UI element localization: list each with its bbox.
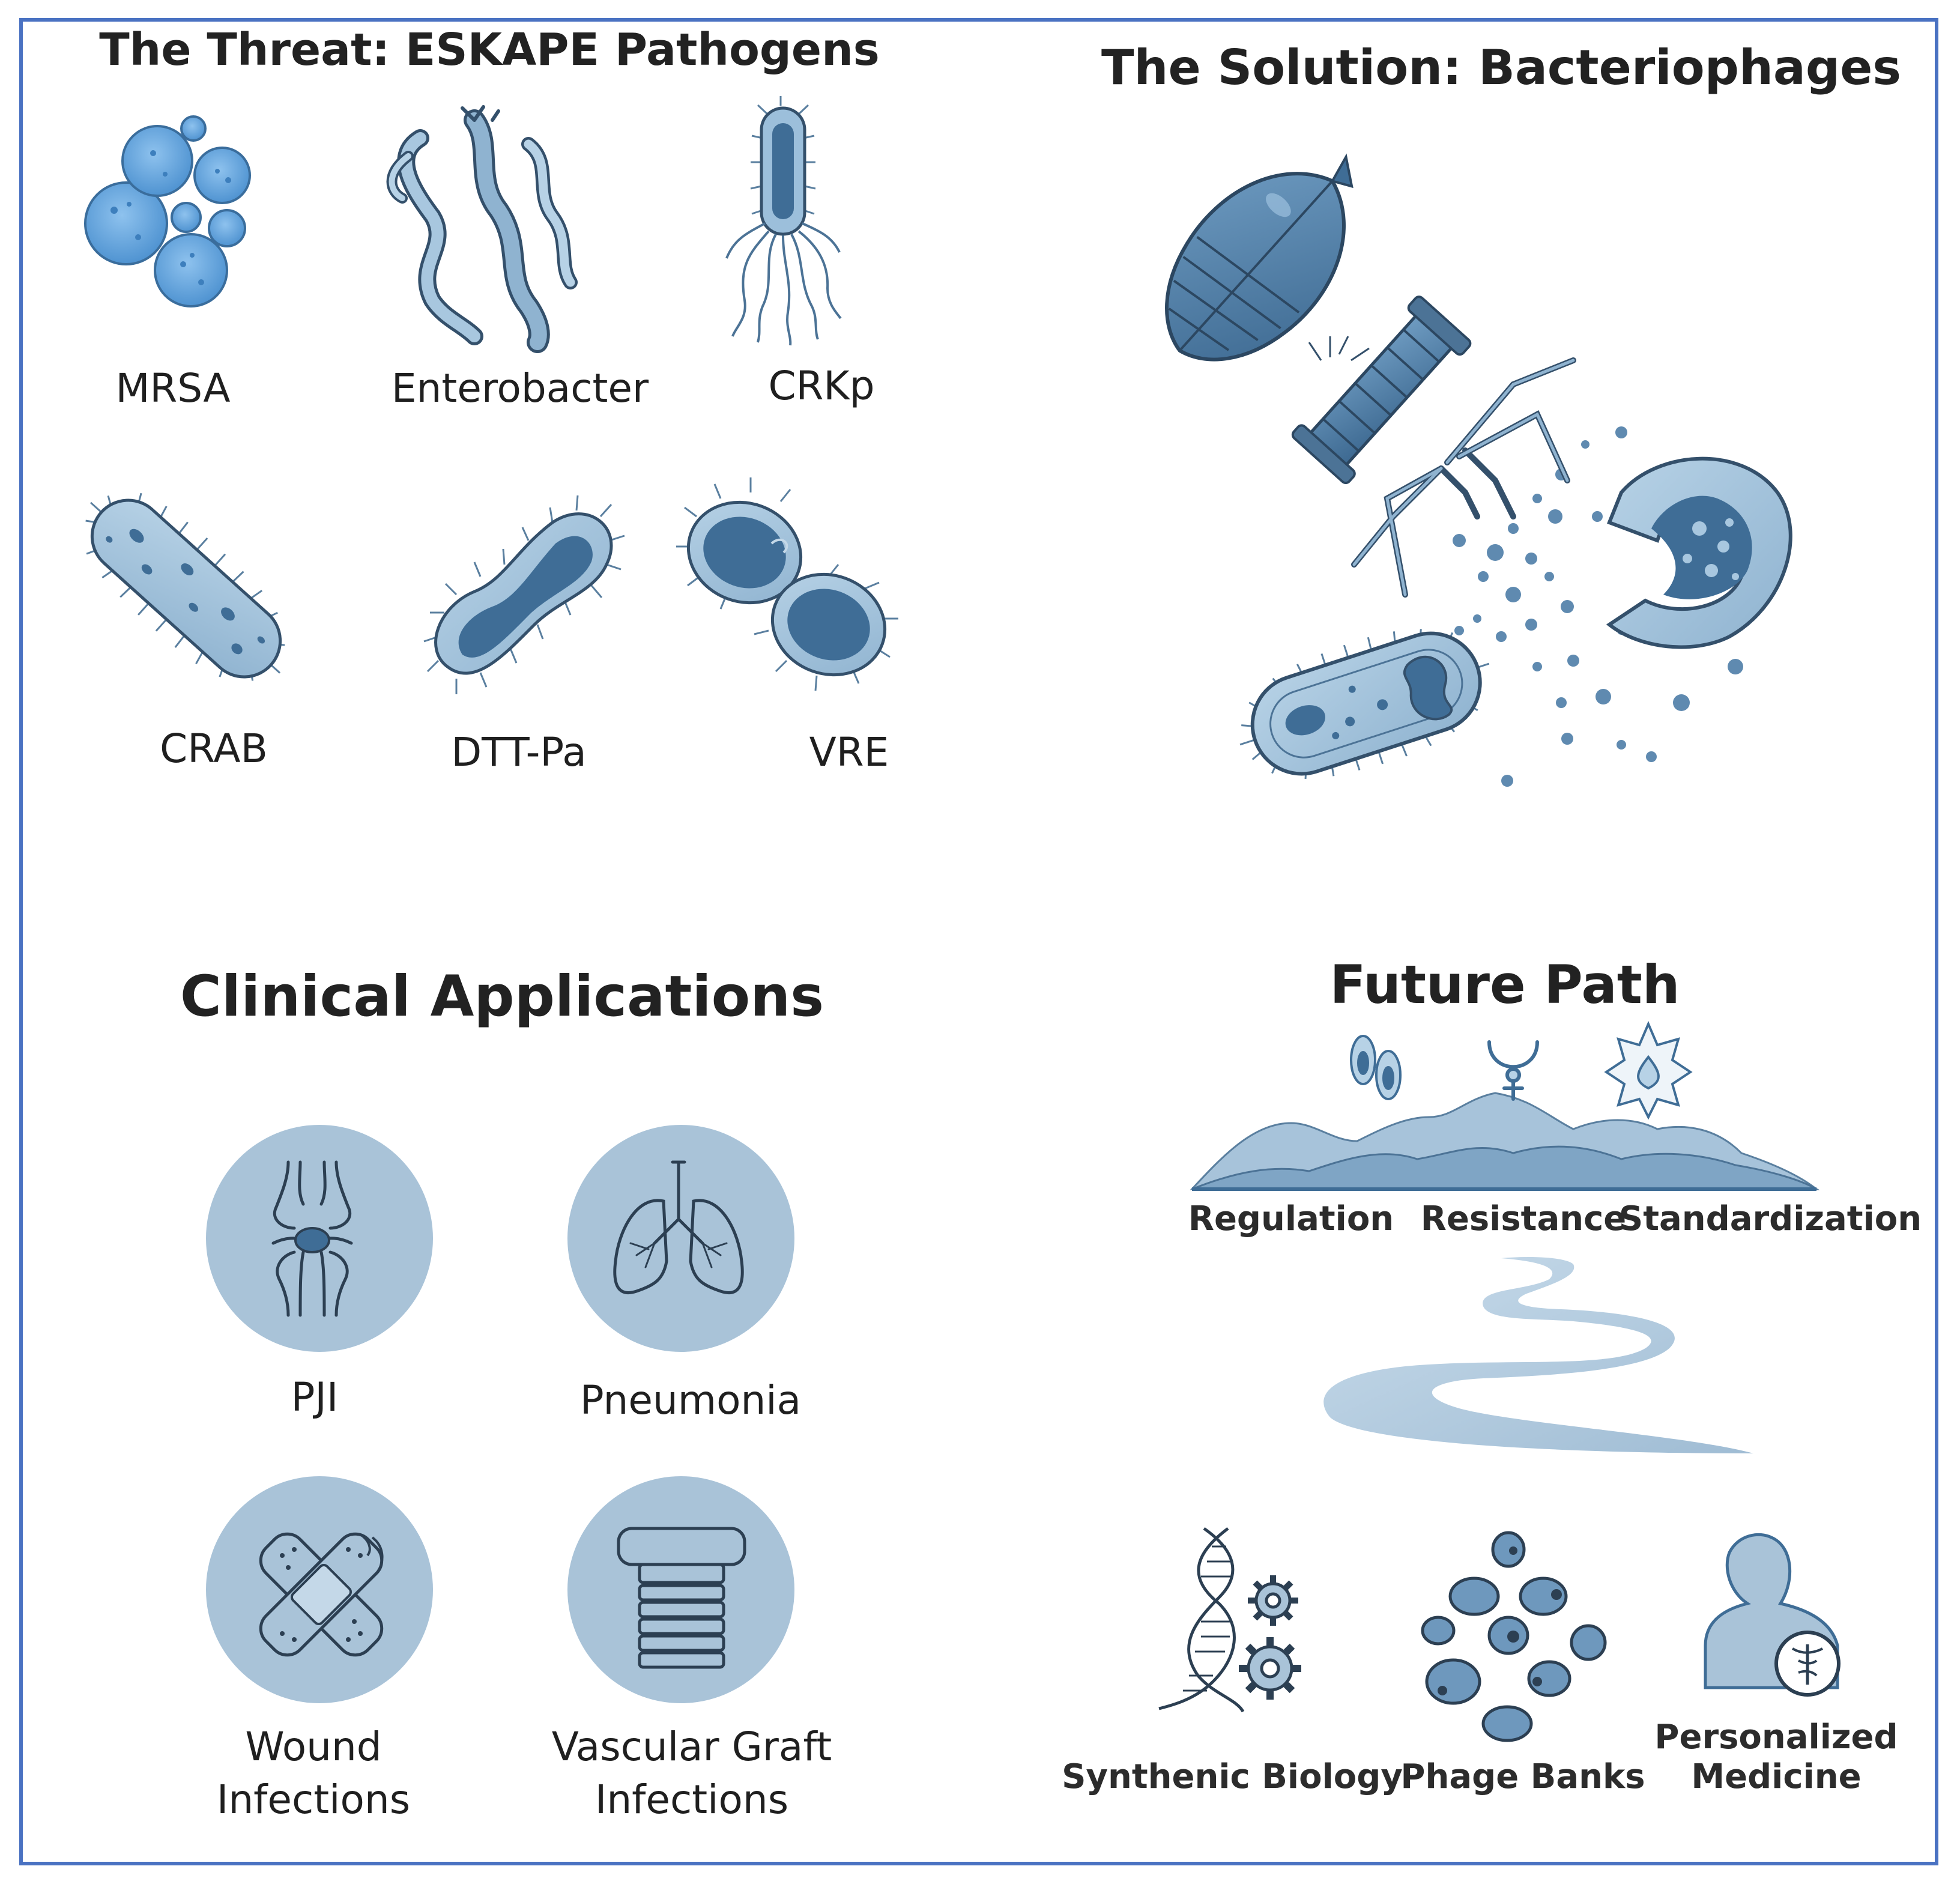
joint-infection-icon	[294, 1227, 330, 1253]
lysis-particles	[1453, 426, 1743, 787]
direction-label-medicine: Medicine	[1691, 1757, 1862, 1796]
pathogen-label-crkp: CRKp	[768, 363, 875, 409]
vascular-graft-icon	[617, 1527, 746, 1669]
phage-bank-icon	[1421, 1531, 1607, 1742]
clinical-label-pneumonia: Pneumonia	[579, 1377, 802, 1423]
pathogen-label-dtt-pa: DTT-Pa	[451, 729, 587, 775]
vre-icon	[676, 477, 898, 691]
enterobacter-icon	[386, 105, 578, 353]
solution-title: The Solution: Bacteriophages	[1101, 40, 1902, 95]
clinical-label-vascular-line2: Infections	[594, 1776, 789, 1823]
lungs-icon	[613, 1160, 744, 1294]
medical-badge-icon	[1774, 1631, 1841, 1697]
mountain-range-icon	[1190, 1092, 1820, 1191]
clinical-label-wound-line2: Infections	[216, 1776, 411, 1823]
threat-title: The Threat: ESKAPE Pathogens	[99, 24, 880, 76]
challenge-label-regulation: Regulation	[1188, 1199, 1394, 1238]
pathogen-label-vre: VRE	[809, 729, 889, 775]
pathogen-label-crab: CRAB	[160, 725, 268, 772]
direction-label-synthetic-biology: Synthenic Biology	[1062, 1757, 1403, 1796]
dtt-pa-icon	[423, 495, 625, 694]
pathogen-label-enterobacter: Enterobacter	[391, 365, 649, 411]
standardization-icon	[1604, 1020, 1693, 1120]
challenge-label-resistance: Resistance	[1420, 1199, 1627, 1238]
crab-icon	[85, 492, 285, 681]
pathogen-label-mrsa: MRSA	[115, 365, 231, 411]
clinical-title: Clinical Applications	[180, 964, 824, 1029]
clinical-label-pji: PJI	[291, 1374, 339, 1420]
dna-gears-icon	[1158, 1527, 1301, 1713]
direction-label-personalized: Personalized	[1654, 1718, 1898, 1757]
crkp-icon	[725, 96, 842, 346]
future-title: Future Path	[1329, 954, 1680, 1016]
resistance-icon	[1487, 1040, 1539, 1101]
footprints-icon	[1350, 1035, 1402, 1100]
clinical-label-wound-line1: Wound	[245, 1724, 382, 1770]
bacteriophage-icon	[1165, 153, 1792, 787]
clinical-label-vascular-line1: Vascular Graft	[551, 1724, 832, 1770]
bandage-icon	[259, 1532, 384, 1657]
winding-road-icon	[1323, 1257, 1753, 1453]
mrsa-icon	[84, 115, 251, 307]
direction-label-phage-banks: Phage Banks	[1400, 1757, 1645, 1796]
challenge-label-standardization: Standardization	[1618, 1199, 1922, 1238]
